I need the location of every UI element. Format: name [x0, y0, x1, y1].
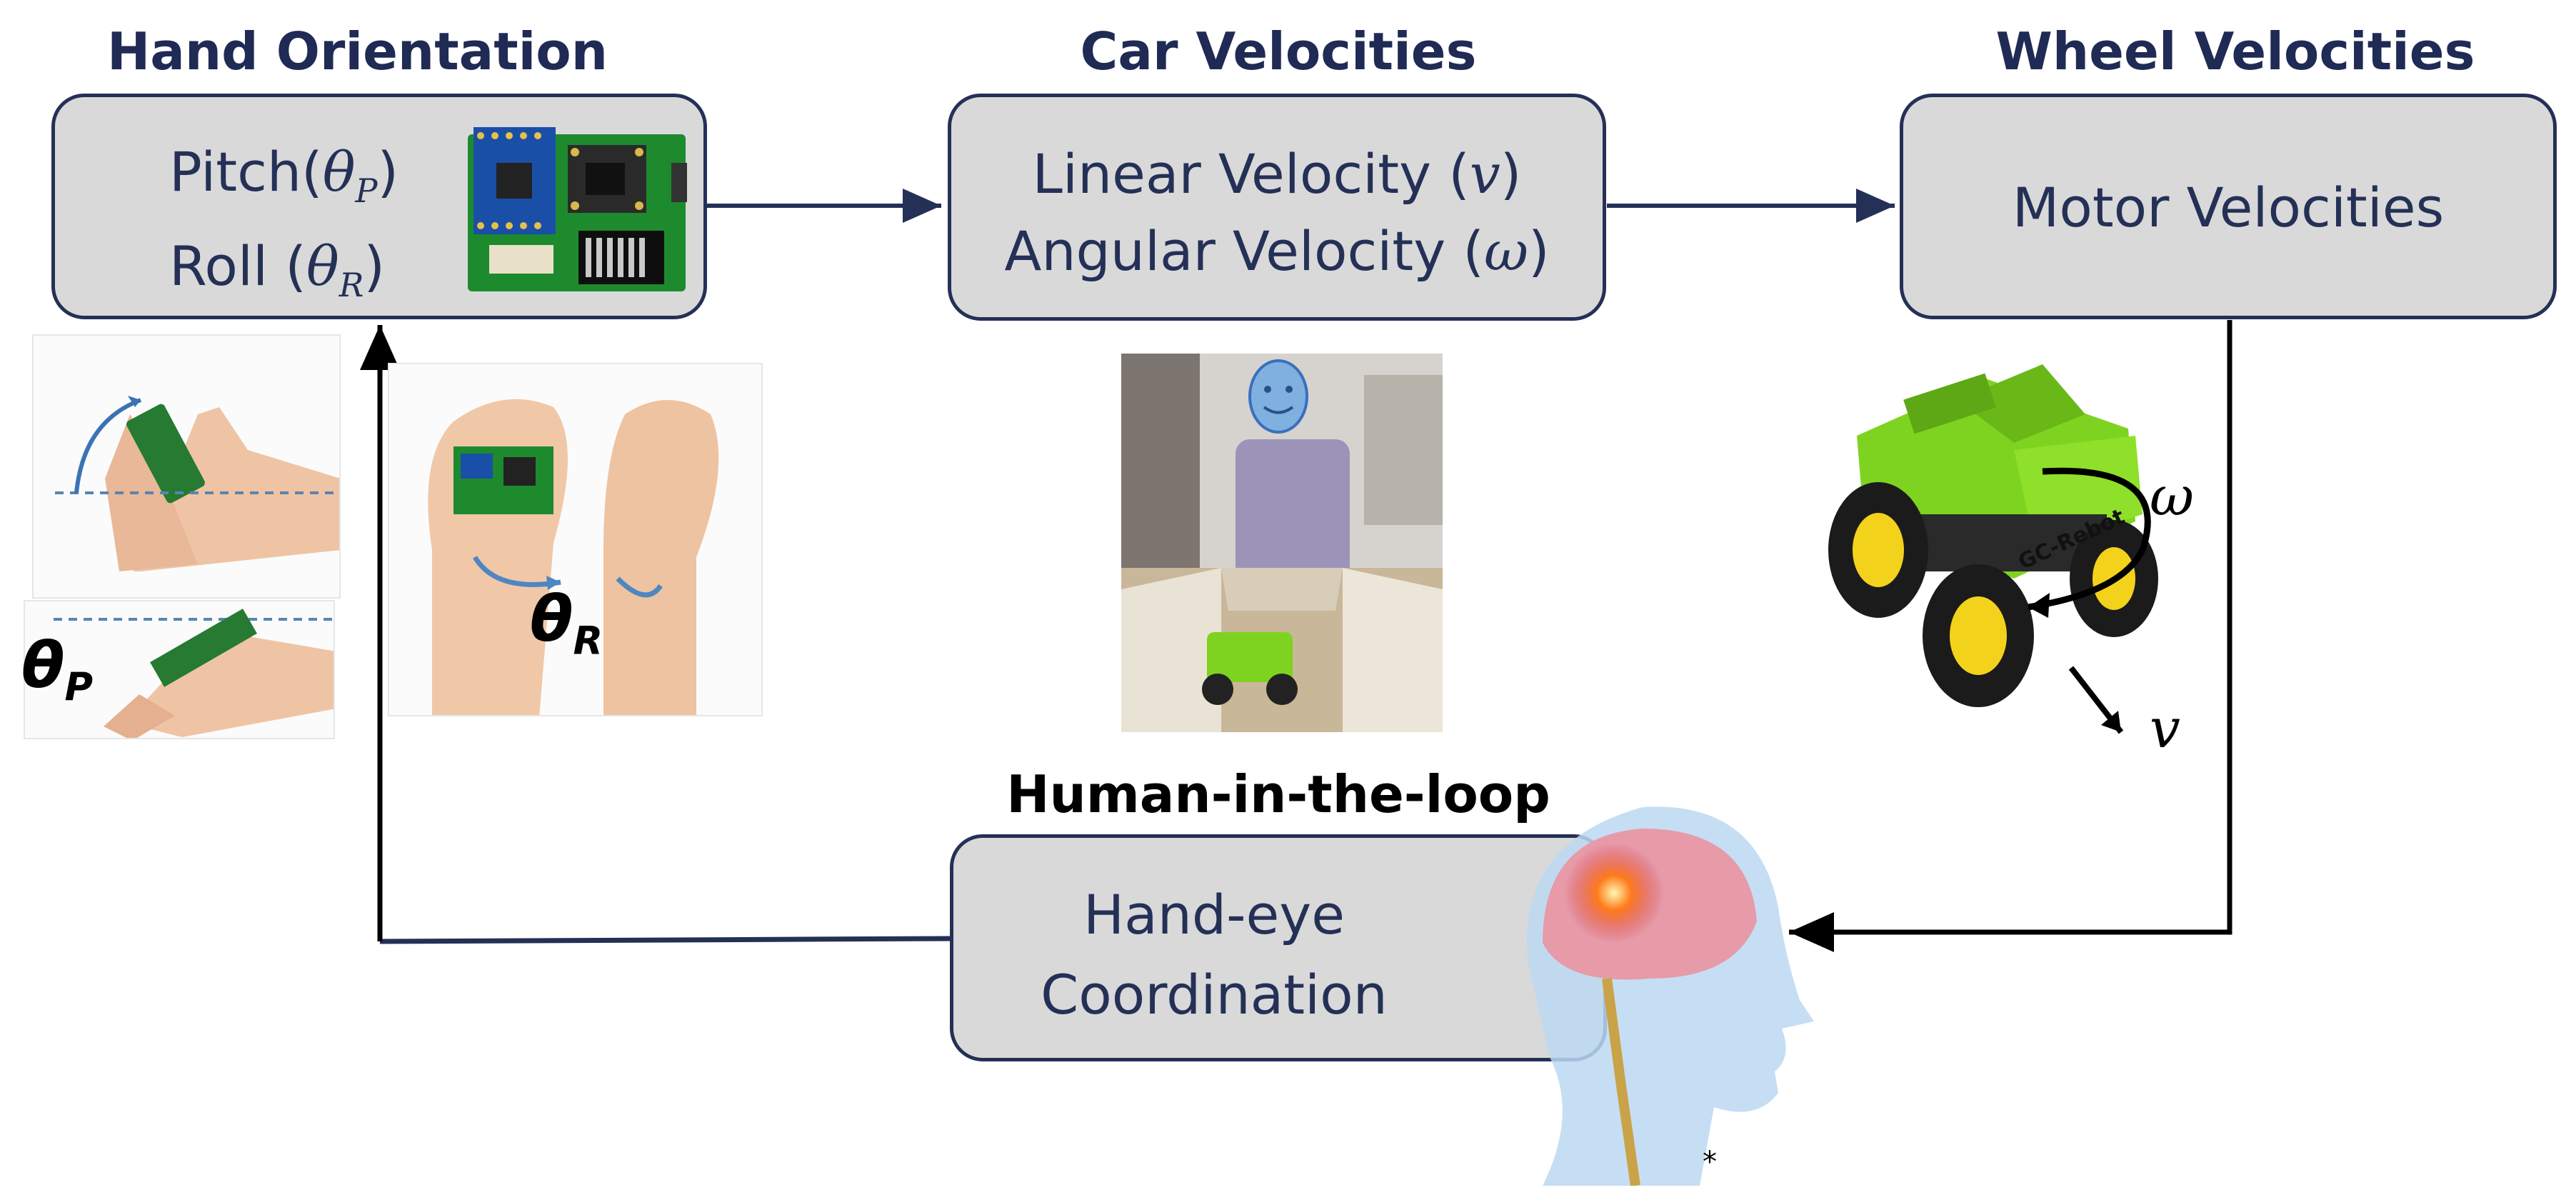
roll-label: Roll (θR) — [169, 234, 385, 305]
pitch-gesture-image-top — [32, 334, 341, 599]
hand-eye-label: Hand-eye — [1083, 883, 1345, 946]
footnote-marker: * — [1703, 1146, 1717, 1179]
theta-p-label: θP — [21, 629, 94, 710]
header-wheel-velocities: Wheel Velocities — [1995, 21, 2475, 81]
linear-velocity-label: Linear Velocity (v) — [1032, 142, 1522, 206]
header-car-velocities: Car Velocities — [1080, 21, 1477, 81]
hand-eye-coordination-box: Hand-eye Coordination — [950, 834, 1607, 1061]
theta-r-label: θR — [530, 582, 603, 664]
arrow-wheel-to-human — [1789, 320, 2232, 952]
header-human-in-the-loop: Human-in-the-loop — [1006, 764, 1550, 824]
header-hand-orientation: Hand Orientation — [107, 21, 608, 81]
v-label: v — [2150, 696, 2180, 760]
line-human-to-left — [379, 936, 951, 944]
car-velocities-box: Linear Velocity (v) Angular Velocity (ω) — [948, 94, 1606, 321]
brain-head-image: * — [1527, 806, 1814, 1186]
hand-orientation-box: Pitch(θP) Roll (θR) — [51, 94, 707, 319]
motor-velocities-label: Motor Velocities — [2012, 176, 2445, 239]
coordination-label: Coordination — [1041, 963, 1388, 1026]
pitch-label: Pitch(θP) — [169, 140, 399, 211]
wheel-velocities-box: Motor Velocities — [1900, 94, 2557, 319]
lab-photo — [1121, 354, 1443, 732]
omega-label: ω — [2150, 464, 2194, 528]
pitch-gesture-image-bottom — [24, 600, 335, 739]
roll-gesture-image — [388, 363, 763, 716]
angular-velocity-label: Angular Velocity (ω) — [1004, 219, 1550, 283]
imu-board-icon — [468, 127, 687, 291]
robot-car-image: GC-Rebot — [1828, 364, 2158, 734]
